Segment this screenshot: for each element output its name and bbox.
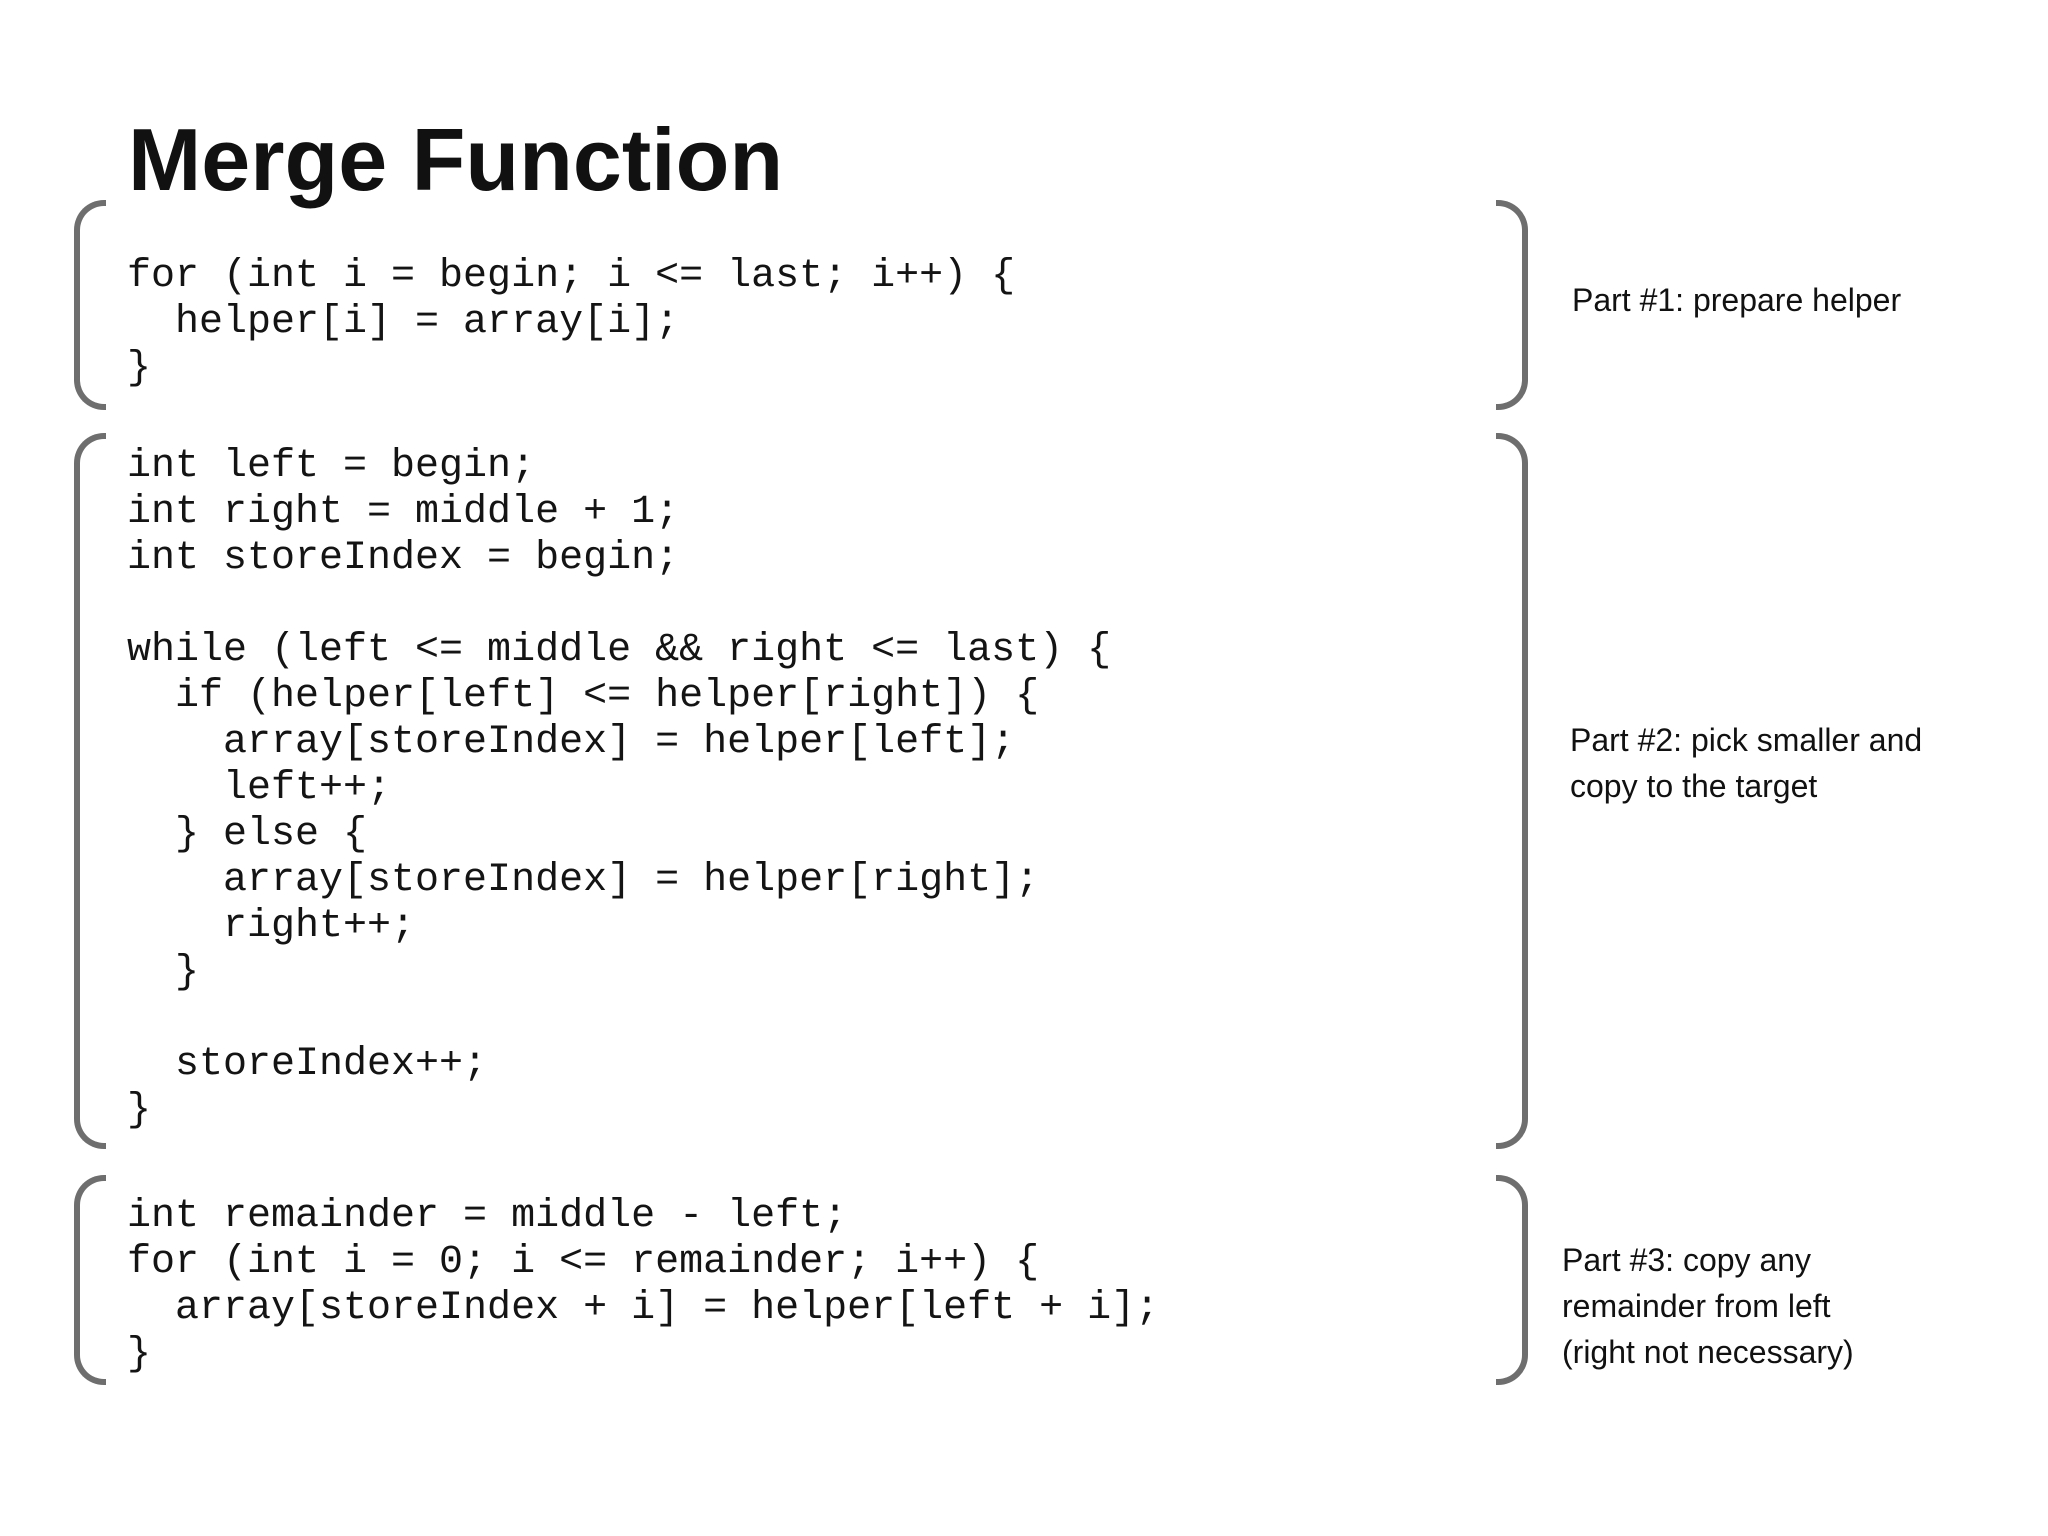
right-bracket-part3 xyxy=(1496,1175,1528,1385)
code-block-part1: for (int i = begin; i <= last; i++) { he… xyxy=(127,254,1016,391)
left-bracket-part3 xyxy=(74,1175,106,1385)
annotation-part3: Part #3: copy any remainder from left (r… xyxy=(1562,1242,1854,1370)
right-bracket-part2 xyxy=(1496,433,1528,1149)
annotation-part2: Part #2: pick smaller and copy to the ta… xyxy=(1570,722,1923,804)
annotation-part1: Part #1: prepare helper xyxy=(1572,282,1902,318)
left-bracket-part1 xyxy=(74,200,106,410)
code-block-part2: int left = begin; int right = middle + 1… xyxy=(127,444,1112,1133)
left-bracket-part2 xyxy=(74,433,106,1149)
page-title: Merge Function xyxy=(128,109,784,209)
code-block-part3: int remainder = middle - left; for (int … xyxy=(127,1194,1160,1377)
right-bracket-part1 xyxy=(1496,200,1528,410)
